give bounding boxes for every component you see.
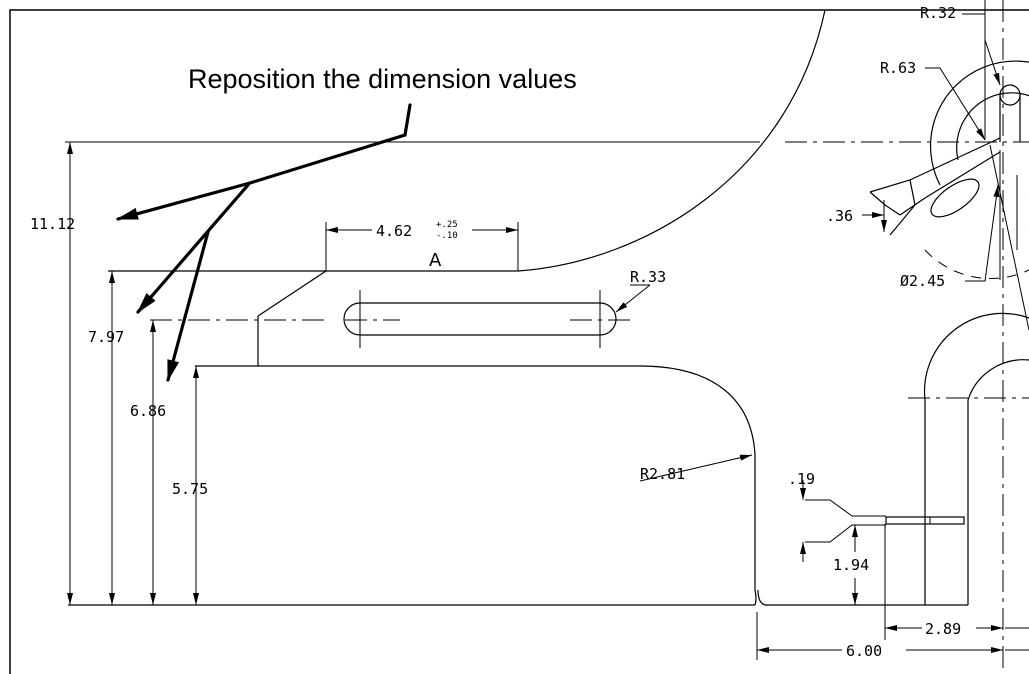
dim-11-12: 11.12 bbox=[30, 215, 75, 233]
callout-leader bbox=[116, 103, 412, 382]
radius-r2-81: R2.81 bbox=[640, 465, 685, 483]
part-outline bbox=[65, 0, 1029, 674]
radius-r-33: R.33 bbox=[630, 268, 666, 286]
drawing-frame bbox=[9, 9, 1029, 674]
dim-7-97: 7.97 bbox=[88, 328, 124, 346]
radius-r-63: R.63 bbox=[880, 59, 916, 77]
radius-r-32: R.32 bbox=[920, 4, 956, 22]
dim-6-86: 6.86 bbox=[130, 402, 166, 420]
tolerance-minus: -.10 bbox=[436, 231, 458, 241]
datum-a: A bbox=[429, 250, 442, 271]
dim-19: .19 bbox=[788, 470, 815, 488]
dim-5-75: 5.75 bbox=[172, 480, 208, 498]
dim-36: .36 bbox=[826, 207, 853, 225]
dim-2-89: 2.89 bbox=[925, 620, 961, 638]
dim-4-62: 4.62 bbox=[376, 222, 412, 240]
diameter-2-45: Ø2.45 bbox=[900, 272, 945, 290]
tolerance-plus: +.25 bbox=[436, 220, 458, 230]
callout-text: Reposition the dimension values bbox=[188, 64, 577, 94]
dim-1-94: 1.94 bbox=[833, 556, 869, 574]
ring-feature bbox=[869, 0, 1029, 331]
dim-6-00: 6.00 bbox=[846, 642, 882, 660]
